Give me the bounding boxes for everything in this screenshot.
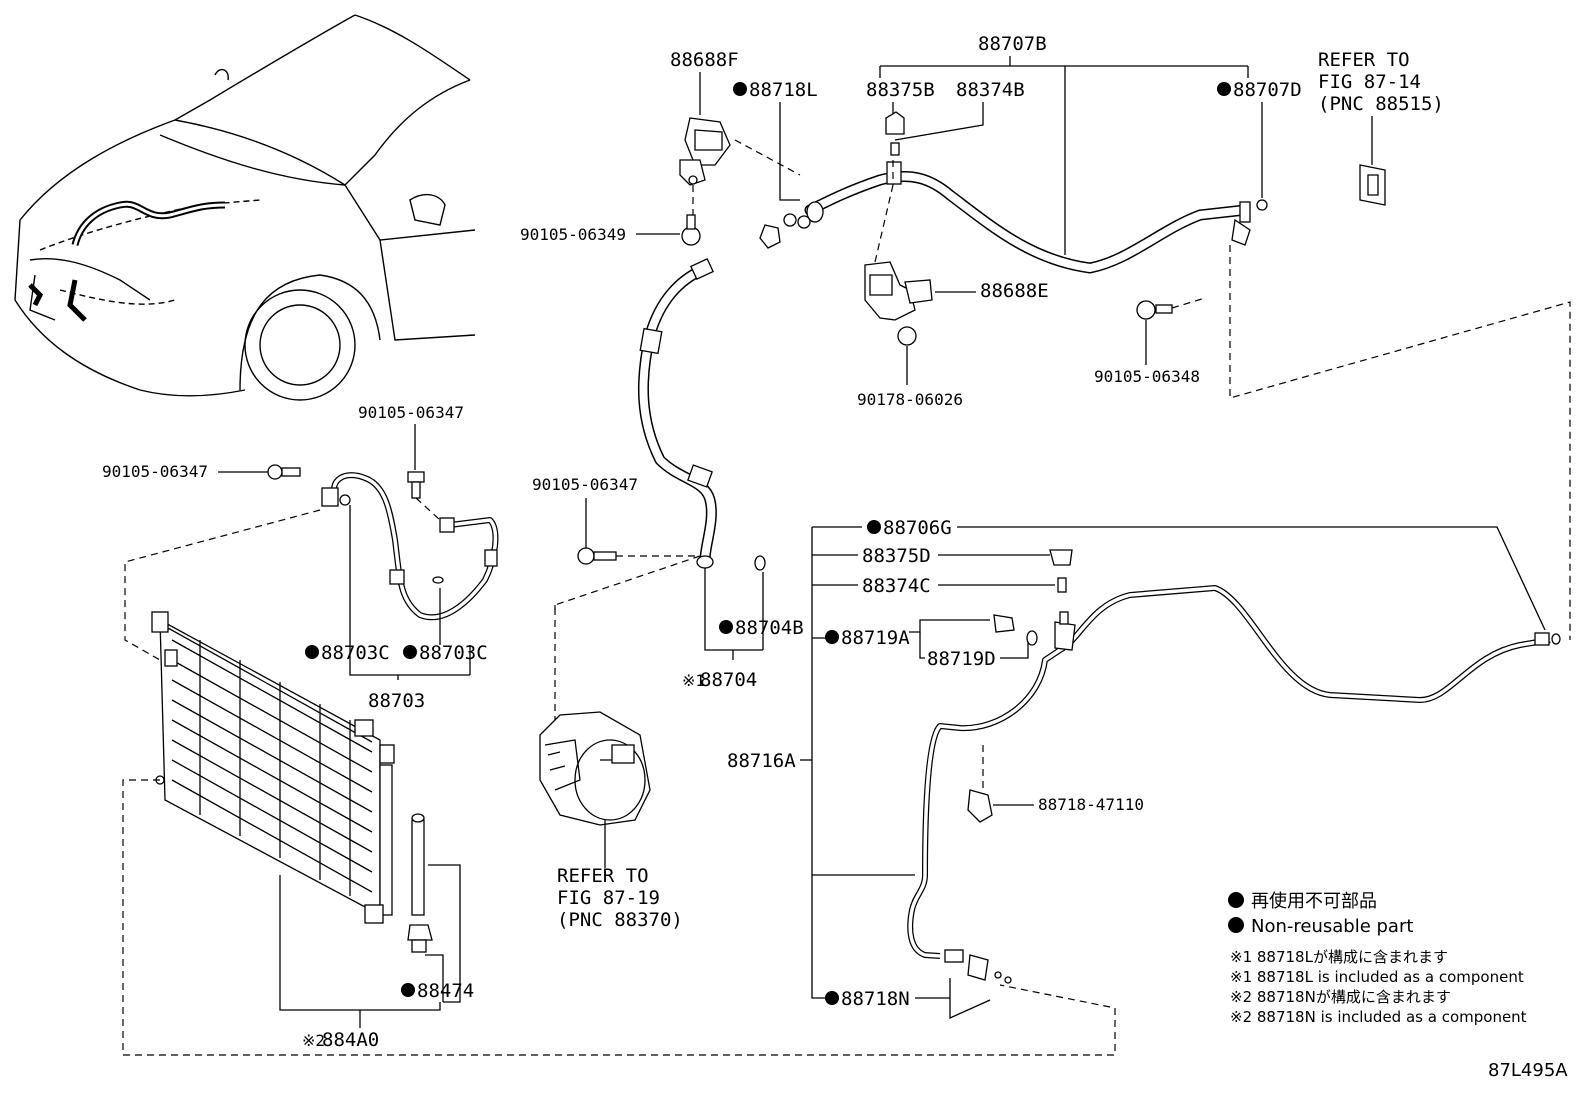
diagram-label: (PNC 88370): [557, 909, 683, 931]
note-2-en: ※2 88718N is included as a component: [1230, 1008, 1527, 1026]
non-reusable-dot: [1217, 82, 1231, 96]
label-90105-06347-left: 90105-06347: [102, 462, 208, 481]
label-88716A-group: [800, 526, 915, 999]
label-90105-06348: 90105-06348: [1094, 367, 1200, 386]
diagram-label: FIG 87-19: [557, 887, 660, 909]
label-884A0: 884A0: [322, 1029, 379, 1051]
diagram-label: REFER TO: [557, 865, 649, 887]
label-90105-06347-top: 90105-06347: [358, 403, 464, 422]
label-90105-06349: 90105-06349: [520, 225, 626, 244]
label-88707B: 88707B: [978, 33, 1047, 55]
label-88703: 88703: [368, 690, 425, 712]
label-88374C: 88374C: [862, 575, 931, 597]
label-88688E: 88688E: [980, 280, 1049, 302]
non-reusable-dot: [825, 991, 839, 1005]
label-88719D: 88719D: [927, 648, 996, 670]
non-reusable-dot: [733, 82, 747, 96]
bolt-90105-06347-mid: [577, 547, 617, 565]
label-88688F: 88688F: [670, 49, 739, 71]
label-88716A: 88716A: [727, 750, 796, 772]
non-reusable-dot: [719, 620, 733, 634]
footnotes: ※1 88718Lが構成に含まれます ※1 88718L is included…: [1230, 948, 1527, 1026]
diagram-label: FIG 87-14: [1318, 71, 1421, 93]
non-reusable-dot: [305, 645, 319, 659]
vehicle-illustration: [14, 14, 476, 401]
hose-88703: [321, 472, 499, 621]
label-88703C-b: 88703C: [419, 642, 488, 664]
label-88704-prefix: ※1: [682, 671, 705, 690]
bolt-90105-06347-top: [407, 471, 425, 499]
bracket-88688F: [679, 117, 731, 186]
refer-note-top: REFER TO FIG 87-14 (PNC 88515): [1318, 49, 1444, 165]
label-884A0-prefix: ※2: [302, 1031, 325, 1050]
compressor: [539, 711, 651, 826]
note-2-ja: ※2 88718Nが構成に含まれます: [1230, 988, 1451, 1006]
diagram-id: 87L495A: [1488, 1060, 1568, 1081]
label-88375D: 88375D: [862, 545, 931, 567]
label-88719A: 88719A: [841, 627, 910, 649]
legend-ja: 再使用不可部品: [1251, 891, 1377, 912]
non-reusable-dot: [867, 520, 881, 534]
label-88704: 88704: [700, 669, 757, 691]
nut-90178-06026: [897, 326, 917, 346]
legend: 再使用不可部品 Non-reusable part: [1228, 891, 1413, 937]
label-90105-06347-mid: 90105-06347: [532, 475, 638, 494]
discharge-hose-88704: [637, 257, 766, 571]
legend-en: Non-reusable part: [1251, 916, 1413, 937]
label-90178-06026: 90178-06026: [857, 390, 963, 409]
bolt-90105-06348: [1136, 300, 1173, 320]
label-88374B: 88374B: [956, 79, 1025, 101]
refer-note-mid: REFER TO FIG 87-19 (PNC 88370): [557, 865, 683, 931]
note-1-ja: ※1 88718Lが構成に含まれます: [1230, 948, 1448, 966]
condenser: [151, 611, 433, 953]
non-reusable-dot: [401, 983, 415, 997]
bolt-90105-06349: [681, 214, 701, 246]
clip-88718-47110: [967, 789, 993, 823]
note-1-en: ※1 88718L is included as a component: [1230, 968, 1524, 986]
label-88474: 88474: [417, 980, 474, 1002]
suction-hose-upper: [759, 111, 1386, 274]
label-88703C-a: 88703C: [321, 642, 390, 664]
label-88375B: 88375B: [866, 79, 935, 101]
bracket-88688E: [864, 184, 933, 321]
non-reusable-dot: [825, 630, 839, 644]
diagram-label: REFER TO: [1318, 49, 1410, 71]
label-88707B-group: 88707B: [879, 33, 1249, 255]
bolt-90105-06347-left: [267, 464, 301, 480]
label-88718L: 88718L: [749, 79, 818, 101]
liquid-tube-88716A: [907, 549, 1561, 984]
label-88718-47110: 88718-47110: [1038, 795, 1144, 814]
label-88706G: 88706G: [883, 517, 952, 539]
non-reusable-dot: [403, 645, 417, 659]
label-88704B: 88704B: [735, 617, 804, 639]
label-88718N: 88718N: [841, 988, 910, 1010]
label-88707D: 88707D: [1233, 79, 1302, 101]
diagram-label: (PNC 88515): [1318, 93, 1444, 115]
